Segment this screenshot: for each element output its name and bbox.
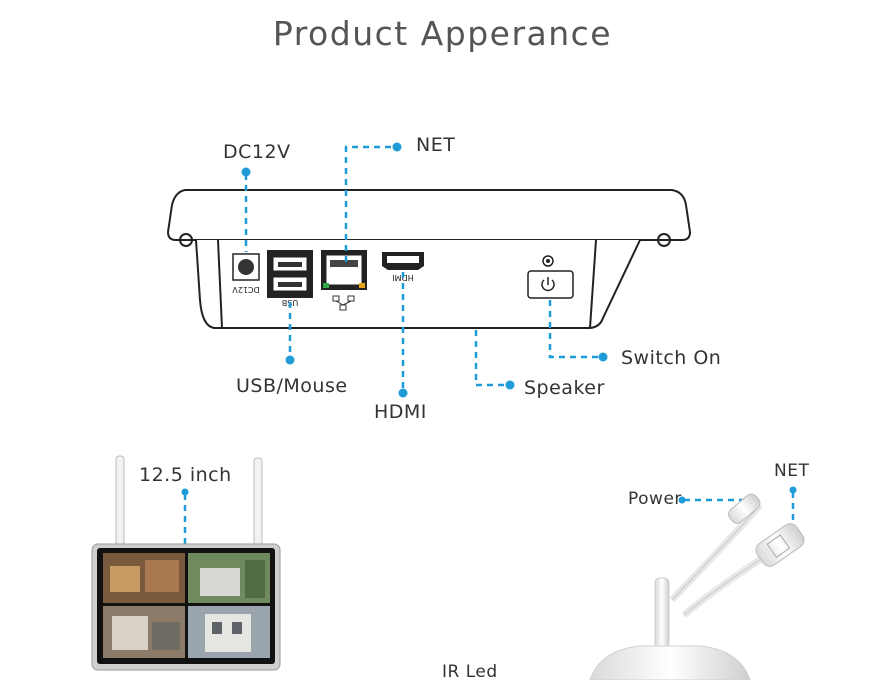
hdmi-label: HDMI [374, 401, 427, 423]
page-title: Product Apperance [272, 14, 613, 53]
camera [589, 493, 805, 680]
camera-net-label: NET [774, 461, 810, 481]
power-switch [527, 255, 574, 299]
dc12v-label: DC12V [223, 141, 291, 163]
callout-dots [181, 142, 797, 504]
ir-led-label: IR Led [442, 662, 498, 682]
monitor-size-label: 12.5 inch [139, 464, 232, 486]
speaker-label: Speaker [524, 377, 605, 399]
monitor [91, 455, 281, 671]
switch-on-label: Switch On [621, 347, 722, 369]
usb-mouse-label: USB/Mouse [236, 375, 348, 397]
dc-port-marking: DC12V [232, 285, 260, 294]
camera-power-label: Power [628, 489, 682, 509]
net-port [321, 250, 367, 311]
net-label: NET [416, 134, 456, 156]
dc-jack: DC12V [232, 253, 260, 294]
usb-ports: USB [267, 250, 313, 307]
